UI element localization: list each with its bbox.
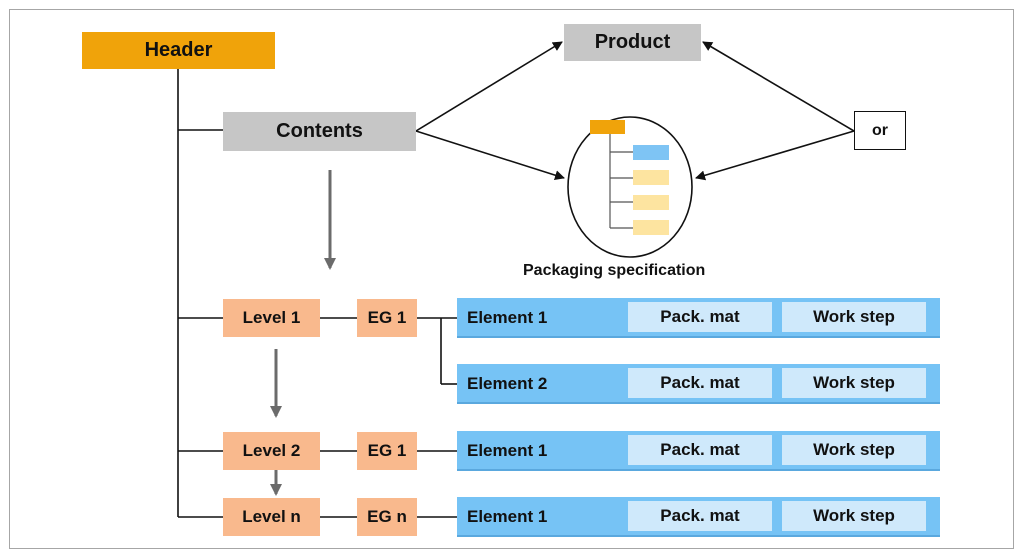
packaging-spec-ellipse bbox=[567, 116, 693, 258]
level-label: Level n bbox=[242, 507, 301, 526]
element-label: Element 2 bbox=[467, 374, 548, 393]
eg-label: EG 1 bbox=[367, 308, 407, 327]
element-row-1: Element 1 Pack. mat Work step bbox=[457, 298, 940, 338]
element-label: Element 1 bbox=[467, 441, 548, 460]
eg-label: EG n bbox=[367, 507, 407, 526]
work-step-cell: Work step bbox=[782, 368, 926, 398]
packaging-tree-icon bbox=[590, 120, 669, 235]
or-box: or bbox=[854, 111, 906, 150]
element-row-3: Element 1 Pack. mat Work step bbox=[457, 431, 940, 471]
pack-mat-cell: Pack. mat bbox=[628, 435, 772, 465]
work-step-cell: Work step bbox=[782, 501, 926, 531]
pack-mat-cell: Pack. mat bbox=[628, 501, 772, 531]
level-box-1: Level 1 bbox=[223, 299, 320, 337]
element-label: Element 1 bbox=[467, 308, 548, 327]
contents-to-packspec-arrow bbox=[415, 130, 565, 181]
header-box: Header bbox=[82, 32, 275, 69]
element-label: Element 1 bbox=[467, 507, 548, 526]
level-box-2: Level 2 bbox=[223, 432, 320, 470]
contents-box: Contents bbox=[223, 112, 416, 151]
or-to-product-arrow bbox=[702, 41, 855, 132]
contents-to-product-arrow bbox=[415, 41, 563, 132]
eg-box-1: EG 1 bbox=[357, 299, 417, 337]
contents-label: Contents bbox=[276, 120, 363, 142]
level-box-n: Level n bbox=[223, 498, 320, 536]
header-label: Header bbox=[144, 39, 213, 61]
eg-box-n: EG n bbox=[357, 498, 417, 536]
work-step-cell: Work step bbox=[782, 302, 926, 332]
or-label: or bbox=[872, 121, 888, 139]
packaging-spec-caption: Packaging specification bbox=[523, 262, 706, 279]
eg-box-2: EG 1 bbox=[357, 432, 417, 470]
product-box: Product bbox=[564, 24, 701, 61]
or-to-packspec-arrow bbox=[695, 130, 855, 181]
pack-mat-cell: Pack. mat bbox=[628, 368, 772, 398]
eg-label: EG 1 bbox=[367, 441, 407, 460]
diagram-frame bbox=[9, 9, 1014, 549]
product-label: Product bbox=[594, 31, 671, 53]
element-row-4: Element 1 Pack. mat Work step bbox=[457, 497, 940, 537]
level-label: Level 1 bbox=[242, 308, 301, 327]
element-row-2: Element 2 Pack. mat Work step bbox=[457, 364, 940, 404]
pack-mat-cell: Pack. mat bbox=[628, 302, 772, 332]
level-label: Level 2 bbox=[242, 441, 301, 460]
work-step-cell: Work step bbox=[782, 435, 926, 465]
